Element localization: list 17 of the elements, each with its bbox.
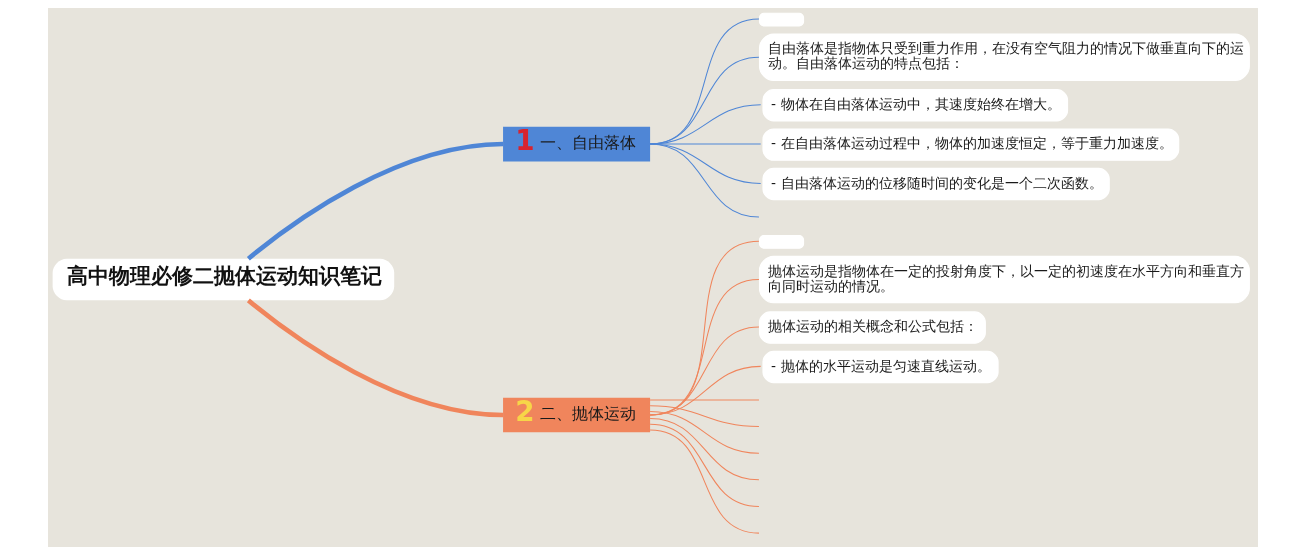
connector	[649, 417, 759, 481]
connector	[246, 141, 503, 261]
connector	[649, 240, 759, 416]
connector	[649, 326, 759, 416]
node-box: 1 一、自由落体	[502, 126, 650, 162]
node-box: 高中物理必修二抛体运动知识笔记	[52, 258, 394, 301]
connector	[649, 429, 759, 534]
node-box: 2 二、抛体运动	[502, 397, 650, 433]
connector	[649, 143, 759, 218]
connector	[246, 298, 503, 418]
connector	[649, 399, 759, 401]
connector	[649, 405, 759, 428]
connector	[649, 143, 761, 184]
connector	[649, 423, 759, 507]
connector	[649, 411, 759, 454]
connector	[649, 365, 761, 416]
connector	[649, 279, 759, 416]
